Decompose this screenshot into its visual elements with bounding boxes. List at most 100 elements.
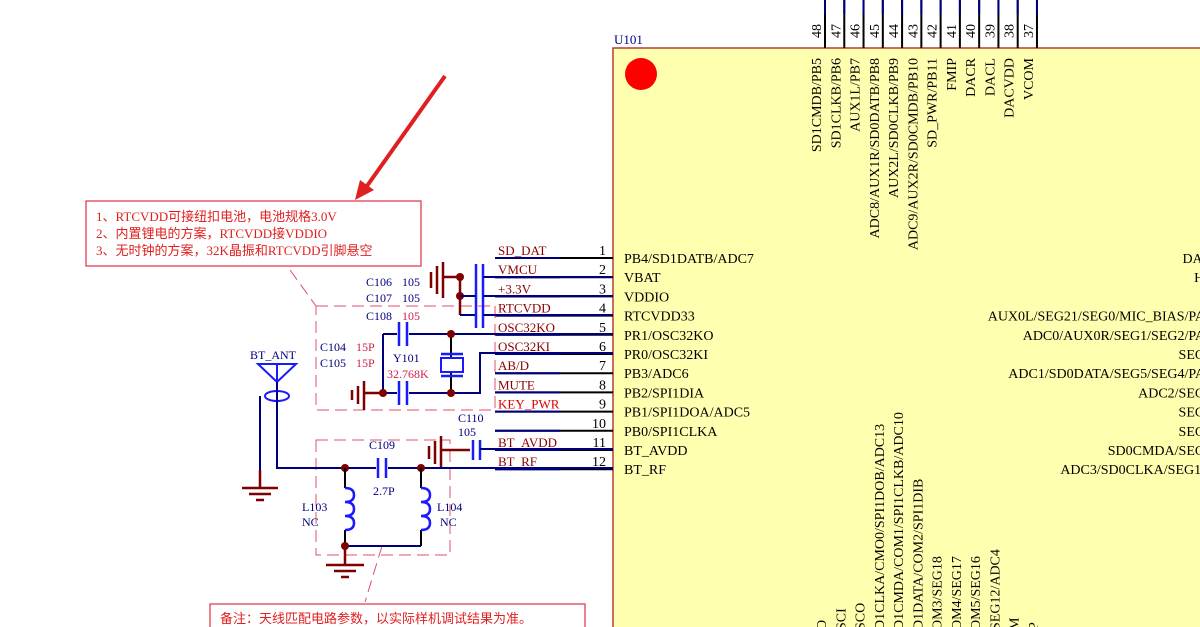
note-arrow xyxy=(360,74,447,195)
net-label: BT_AVDD xyxy=(498,435,557,450)
left-pin-number: 1 xyxy=(599,244,606,259)
note-arrow-head xyxy=(355,180,374,200)
bt-avdd-cap xyxy=(427,436,613,468)
c110-val: 105 xyxy=(458,425,476,439)
net-label: BT_RF xyxy=(498,454,537,469)
left-pin-name: PR0/OSC32KI xyxy=(624,348,708,363)
match-dashed-box xyxy=(315,439,451,556)
top-pin-name: VCOM xyxy=(1022,57,1037,100)
bottom-pin-name: SCI xyxy=(834,608,849,627)
top-pin-name: ADC9/AUX2R/SD0CMDB/PB10 xyxy=(906,58,921,250)
top-pin-number: 45 xyxy=(868,24,883,38)
c107-val: 105 xyxy=(402,291,420,305)
top-pin-number: 37 xyxy=(1022,24,1037,38)
net-label: KEY_PWR xyxy=(498,397,560,412)
left-pin-number: 11 xyxy=(593,436,606,451)
rtc-note-line-1: 1、RTCVDD可接纽扣电池，电池规格3.0V xyxy=(96,209,337,224)
right-pin-name: ADC3/SD0CLKA/SEG10/ xyxy=(1060,463,1200,478)
top-pin-name: SD_PWR/PB11 xyxy=(926,58,941,148)
pin1-marker xyxy=(625,58,657,90)
bottom-pin-name: SEG12/ADC4 xyxy=(988,549,1003,627)
top-pin-number: 39 xyxy=(983,24,998,38)
top-pin-name: SD1CLKB/PB6 xyxy=(829,58,844,148)
left-pin-number: 12 xyxy=(592,455,606,470)
bottom-pin-name: D1DATA/COM2/SPI1DIB xyxy=(911,479,926,627)
c107-ref: C107 xyxy=(366,291,392,305)
l103-val: NC xyxy=(302,515,319,529)
left-pin-number: 6 xyxy=(599,340,606,355)
bottom-pin-name: O xyxy=(815,620,830,627)
antenna-ref: BT_ANT xyxy=(250,348,297,362)
left-pin-name: PB0/SPI1CLKA xyxy=(624,425,718,440)
top-pin-number: 47 xyxy=(829,24,844,38)
right-pin-name: DAC xyxy=(1182,252,1200,267)
left-pin-number: 5 xyxy=(599,321,606,336)
right-pin-name: SEG8 xyxy=(1179,425,1200,440)
left-pin-number: 2 xyxy=(599,263,606,278)
left-pin-name: BT_RF xyxy=(624,463,666,478)
c108-val: 105 xyxy=(402,309,420,323)
top-pin-number: 41 xyxy=(945,24,960,38)
net-label: SD_DAT xyxy=(498,243,546,258)
bottom-pin-name: D1CLKA/CMO0/SPI1DOB/ADC13 xyxy=(873,424,888,627)
left-pin-number: 9 xyxy=(599,398,606,413)
top-pin-number: 42 xyxy=(926,24,941,38)
net-label: RTCVDD xyxy=(498,301,551,316)
left-pin-name: PR1/OSC32KO xyxy=(624,329,713,344)
c105-val: 15P xyxy=(356,356,375,370)
net-label: OSC32KO xyxy=(498,320,555,335)
net-label: OSC32KI xyxy=(498,339,550,354)
l104-val: NC xyxy=(440,515,457,529)
left-pin-name: PB3/ADC6 xyxy=(624,367,689,382)
right-pin-name: ADC1/SD0DATA/SEG5/SEG4/PA5 xyxy=(1008,367,1200,382)
left-pin-name: VDDIO xyxy=(624,290,669,305)
right-pin-name: HP xyxy=(1194,271,1200,286)
top-pin-name: FMIP xyxy=(945,58,960,91)
bottom-pin-name: D1CMDA/COM1/SPI1CLKB/ADC10 xyxy=(892,412,907,627)
l104-ref: L104 xyxy=(437,500,462,514)
net-label: +3.3V xyxy=(498,281,532,296)
crystal-circuit xyxy=(350,322,613,410)
left-pin-name: PB2/SPI1DIA xyxy=(624,386,705,401)
right-pin-name: AUX0L/SEG21/SEG0/MIC_BIAS/PA0 xyxy=(988,310,1200,325)
left-pin-name: PB1/SPI1DOA/ADC5 xyxy=(624,406,750,421)
y101-val: 32.768K xyxy=(387,367,429,381)
right-pin-name: SD0CMDA/SEG9 xyxy=(1108,444,1200,459)
c110-ref: C110 xyxy=(458,411,484,425)
left-pin-number: 7 xyxy=(599,359,606,374)
rtc-note-line-3: 3、无时钟的方案，32K晶振和RTCVDD引脚悬空 xyxy=(96,243,373,258)
top-pin-name: SD1CMDB/PB5 xyxy=(810,58,825,152)
top-pin-number: 40 xyxy=(964,24,979,38)
c104-val: 15P xyxy=(356,340,375,354)
rtc-note-box xyxy=(85,200,422,267)
top-pin-name: DACR xyxy=(964,57,979,97)
c106-val: 105 xyxy=(402,275,420,289)
c108-ref: C108 xyxy=(366,309,392,323)
top-pin-number: 43 xyxy=(906,24,921,38)
left-pin-number: 4 xyxy=(599,302,606,317)
bottom-pin-name: SCO xyxy=(854,603,869,627)
right-pin-name: ADC2/SEG6 xyxy=(1138,386,1200,401)
bottom-pin-name: M xyxy=(1008,617,1023,627)
top-pin-name: DACVDD xyxy=(1003,58,1018,118)
bottom-pin-name: OM4/SEG17 xyxy=(950,556,965,627)
net-label: AB/D xyxy=(498,358,529,373)
right-pin-name: SEG7 xyxy=(1179,406,1200,421)
note-leader xyxy=(289,269,317,307)
chip-body xyxy=(612,47,1200,627)
left-pin-name: VBAT xyxy=(624,271,661,286)
antenna-note-box xyxy=(209,603,586,627)
chip-ref: U101 xyxy=(614,32,643,47)
rtc-note-line-2: 2、内置锂电的方案，RTCVDD接VDDIO xyxy=(96,226,327,241)
right-pin-name: ADC0/AUX0R/SEG1/SEG2/PA2 xyxy=(1023,329,1200,344)
left-pin-number: 10 xyxy=(592,417,606,432)
top-pin-name: ADC8/AUX1R/SD0DATB/PB8 xyxy=(868,58,883,238)
top-pin-name: DACL xyxy=(983,58,998,96)
top-pin-number: 46 xyxy=(849,24,864,38)
top-pin-number: 38 xyxy=(1003,24,1018,38)
c109-val: 2.7P xyxy=(373,484,395,498)
top-pin-name: AUX1L/PB7 xyxy=(849,58,864,132)
antenna-note-leader xyxy=(364,545,383,603)
left-pin-number: 8 xyxy=(599,378,606,393)
right-pin-name: SEG3 xyxy=(1179,348,1200,363)
